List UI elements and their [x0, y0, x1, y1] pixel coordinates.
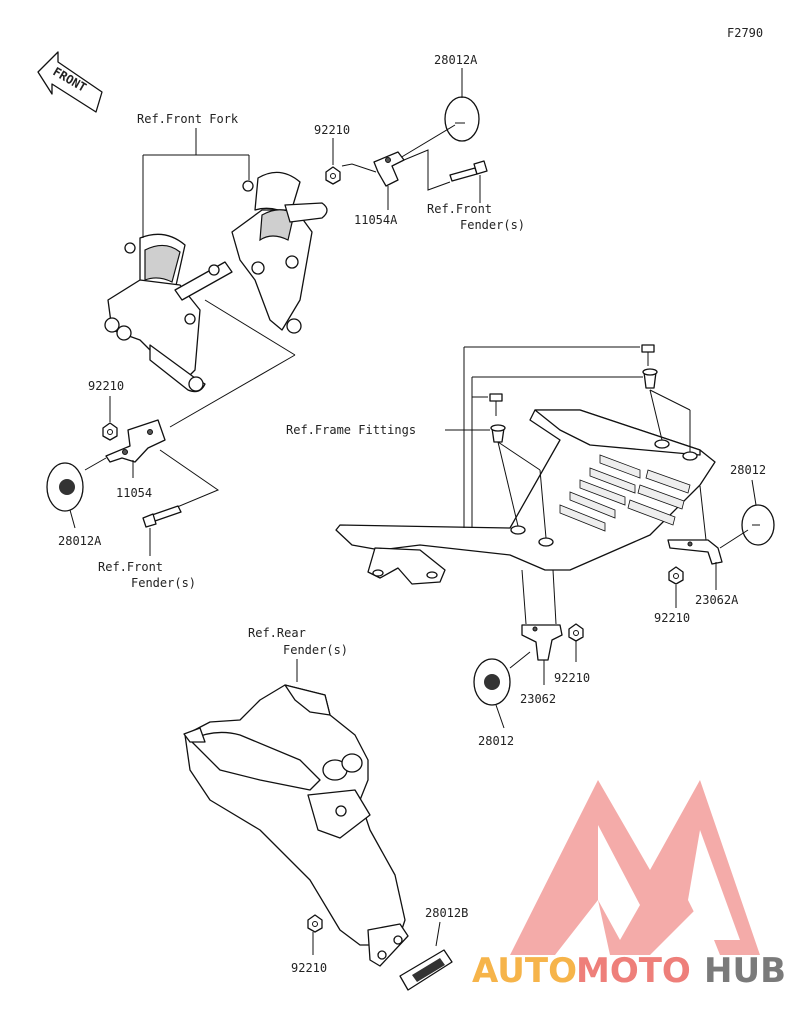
part-label-92210-top: 92210 — [314, 123, 350, 137]
leader-line — [521, 569, 527, 625]
reflector-28012b — [399, 949, 453, 991]
watermark-moto: MOTO — [576, 951, 691, 991]
part-label-28012b: 28012B — [425, 906, 468, 920]
nut-92210-right — [668, 566, 684, 585]
ref-front-fender-top-2: Fender(s) — [460, 218, 525, 232]
leader-line — [399, 124, 456, 159]
front-arrow-icon: FRONT — [37, 51, 103, 113]
front-fork-assembly — [104, 171, 328, 393]
bushing-frame-2 — [490, 424, 506, 443]
watermark-hub: HUB — [704, 951, 786, 991]
leader-line — [719, 529, 749, 549]
leader-line — [509, 651, 531, 669]
leader-line — [552, 569, 557, 625]
bolt-front-fender-left — [142, 505, 182, 528]
figure-code: F2790 — [727, 26, 763, 40]
part-label-28012-mid: 28012 — [478, 734, 514, 748]
leader-line — [69, 509, 76, 529]
part-label-23062: 23062 — [520, 692, 556, 706]
leader-line — [169, 354, 296, 428]
ref-front-fender-top-1: Ref.Front — [427, 202, 492, 216]
part-label-92210-left: 92210 — [88, 379, 124, 393]
ref-front-fender-left-2: Fender(s) — [131, 576, 196, 590]
leader-line — [159, 449, 220, 511]
nut-92210-mid — [568, 623, 584, 642]
rear-fender — [183, 684, 409, 967]
reflector-28012a-top — [444, 96, 480, 142]
bushing-frame-1 — [642, 368, 658, 389]
watermark-auto: AUTO — [472, 951, 577, 991]
leader-line — [403, 149, 451, 191]
leader-line — [341, 163, 377, 173]
ref-front-fork-label: Ref.Front Fork — [137, 112, 239, 126]
bolt-frame-1 — [641, 344, 655, 366]
part-label-92210-right: 92210 — [654, 611, 690, 625]
nut-92210-left — [102, 422, 118, 441]
reflector-28012-right — [741, 504, 775, 546]
watermark-logo — [510, 780, 760, 955]
part-label-23062a: 23062A — [695, 593, 739, 607]
part-label-11054: 11054 — [116, 486, 152, 500]
front-fork-callout — [142, 128, 250, 238]
part-label-28012-right: 28012 — [730, 463, 766, 477]
leader-line — [495, 704, 505, 729]
part-label-28012a-left: 28012A — [58, 534, 102, 548]
leader-line — [435, 921, 441, 947]
ref-frame-fittings-label: Ref.Frame Fittings — [286, 423, 416, 437]
ref-front-fender-left-1: Ref.Front — [98, 560, 163, 574]
leader-line — [84, 457, 107, 471]
nut-92210-top — [325, 166, 341, 185]
bracket-11054 — [105, 419, 166, 463]
bracket-23062a — [667, 539, 723, 565]
reflector-28012-mid — [473, 658, 511, 706]
frame-fittings-callout — [445, 346, 691, 539]
nut-92210-bottom — [307, 914, 323, 933]
reflector-28012a-left — [46, 462, 84, 512]
watermark-text: AUTO MOTO HUB — [472, 951, 786, 991]
ref-rear-fender-label-1: Ref.Rear — [248, 626, 306, 640]
bracket-23062 — [521, 624, 563, 661]
leader-line — [204, 299, 296, 356]
leader-line — [699, 485, 707, 541]
part-label-92210-mid: 92210 — [554, 671, 590, 685]
part-label-92210-bottom: 92210 — [291, 961, 327, 975]
bolt-frame-2 — [489, 393, 503, 416]
ref-rear-fender-label-2: Fender(s) — [283, 643, 348, 657]
part-label-28012a-top: 28012A — [434, 53, 478, 67]
bracket-11054a — [373, 151, 405, 187]
rear-rack — [335, 409, 716, 585]
leader-line — [751, 479, 757, 506]
part-label-11054a: 11054A — [354, 213, 398, 227]
bolt-front-fender-top — [449, 160, 488, 182]
